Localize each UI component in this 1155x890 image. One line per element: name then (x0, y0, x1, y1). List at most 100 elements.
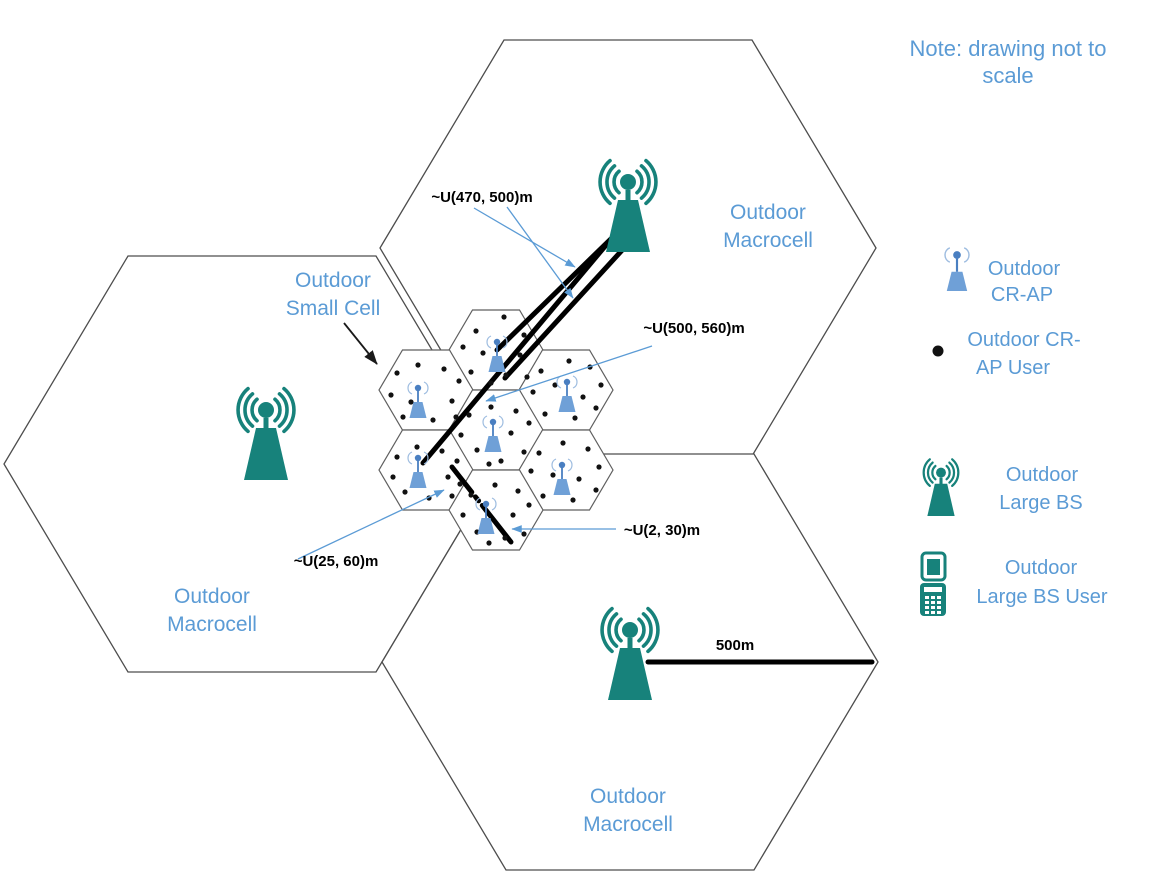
cr-ap-user-dot (550, 472, 556, 478)
cr-ap-user-dot (566, 358, 572, 364)
cr-ap-user-dot (400, 414, 406, 420)
small-cell-label-line1: Outdoor (295, 269, 371, 292)
short-ap-user-link (449, 464, 514, 545)
legend-large-bs-line1: Outdoor (1006, 464, 1079, 486)
cr-ap-user-dot (492, 482, 498, 488)
cr-ap-user-dot (402, 489, 408, 495)
cr-ap-user-dot (536, 450, 542, 456)
cr-ap-user-dot (585, 446, 591, 452)
macrocell-bottom-label-line2: Macrocell (583, 813, 673, 836)
u500-label: ~U(500, 560)m (643, 320, 744, 337)
cr-ap-user-dot (502, 535, 508, 541)
cr-ap-user-dot (538, 368, 544, 374)
cr-ap-user-dot (488, 404, 494, 410)
cr-ap-user-dot (508, 430, 514, 436)
cr-ap-user-dot (390, 474, 396, 480)
cr-ap-user-dot (474, 447, 480, 453)
cr-ap-user-dot (503, 372, 509, 378)
cr-ap-user-dot (580, 394, 586, 400)
cr-ap-user-dot (598, 382, 604, 388)
cr-ap-user-dot (456, 378, 462, 384)
cr-ap-user-dot (468, 369, 474, 375)
cr-ap-user-dot (510, 512, 516, 518)
cr-ap-user-dot (439, 448, 445, 454)
cr-ap-user-dot (521, 531, 527, 537)
distance-500m-label: 500m (716, 637, 754, 654)
cr-ap-user-dot (528, 468, 534, 474)
cr-ap-user-dot (460, 344, 466, 350)
note-line2: scale (982, 63, 1033, 88)
bs-to-center-link (502, 244, 628, 381)
cr-ap-user-dot (572, 415, 578, 421)
cr-ap-user-dot (480, 350, 486, 356)
cr-ap-user-dot (441, 366, 447, 372)
links (420, 228, 875, 665)
u2-label: ~U(2, 30)m (624, 522, 700, 539)
legend-cr-ap-line2: CR-AP (991, 284, 1053, 306)
cr-ap-user-dot (596, 464, 602, 470)
cr-ap-user-dot (454, 458, 460, 464)
cr-ap-user-dot (486, 540, 492, 546)
macrocell-left-label-line2: Macrocell (167, 613, 257, 636)
cell-labels: Outdoor Macrocell Outdoor Macrocell Outd… (167, 201, 813, 836)
legend-cr-ap-line1: Outdoor (988, 258, 1061, 280)
cr-ap-user-dot (526, 502, 532, 508)
u500-arrow (485, 345, 653, 402)
cr-ap-user-dot (473, 328, 479, 334)
cr-ap-user-dot (515, 488, 521, 494)
cr-ap-user-dot (570, 497, 576, 503)
cr-ap-user-dot (458, 432, 464, 438)
cr-ap-user-dot (552, 382, 558, 388)
cr-ap-user-dot (560, 440, 566, 446)
macrocell-left-label-line1: Outdoor (174, 585, 250, 608)
cr-ap-user-dot (457, 481, 463, 487)
macrocell-top-label-line1: Outdoor (730, 201, 806, 224)
cr-ap-user-dot (542, 411, 548, 417)
cr-ap-user-dot (486, 461, 492, 467)
small-cell-label-line2: Small Cell (286, 297, 381, 320)
cr-ap-user-dot (449, 398, 455, 404)
cr-ap-user-dot (445, 474, 451, 480)
cr-ap-user-dot (488, 380, 494, 386)
cr-ap-user-dot (501, 314, 507, 320)
legend: Outdoor CR-AP Outdoor CR- AP User Outdoo… (920, 246, 1108, 616)
cr-ap-user-dot (524, 374, 530, 380)
annotation-arrows (297, 206, 653, 560)
legend-cr-ap-user-line1: Outdoor CR- (967, 329, 1080, 351)
cr-ap-user-dot (540, 493, 546, 499)
u470-arrow-1 (473, 207, 576, 268)
cr-ap-user-dot (517, 352, 523, 358)
legend-bs-user-line2: Large BS User (976, 586, 1108, 608)
legend-bs-user-line1: Outdoor (1005, 557, 1078, 579)
cr-ap-user-dot (388, 392, 394, 398)
cr-ap-user-dot (498, 458, 504, 464)
cr-ap-user-dot (394, 454, 400, 460)
u470-arrow-2 (506, 206, 574, 299)
u470-label: ~U(470, 500)m (431, 189, 532, 206)
u25-label: ~U(25, 60)m (294, 553, 379, 570)
bs-to-southwest-ap-link (420, 235, 615, 466)
cr-ap-user-dot (460, 512, 466, 518)
macrocell-bottom-label-line1: Outdoor (590, 785, 666, 808)
cr-ap-user-dot (526, 420, 532, 426)
cr-ap-user-dot (408, 399, 414, 405)
cr-ap-user-dot (449, 493, 455, 499)
cr-ap-user-dot (513, 408, 519, 414)
cr-ap-user-dot (521, 332, 527, 338)
small-cell-pointer-arrow (343, 322, 378, 365)
legend-cr-ap-icon (943, 246, 971, 293)
legend-cr-ap-user-line2: AP User (976, 357, 1050, 379)
legend-user-dot-icon (932, 345, 944, 357)
cr-ap-user-dot (576, 476, 582, 482)
note-line1: Note: drawing not to (910, 36, 1107, 61)
u25-arrow (297, 489, 445, 560)
cr-ap-user-dot (466, 412, 472, 418)
legend-phone-icon (920, 551, 947, 616)
cr-ap-user-dot (414, 444, 420, 450)
cr-ap-user-dot (415, 362, 421, 368)
cr-ap-user-dot (593, 487, 599, 493)
cr-ap-user-dot (593, 405, 599, 411)
cluster-aps-and-users (388, 314, 604, 546)
